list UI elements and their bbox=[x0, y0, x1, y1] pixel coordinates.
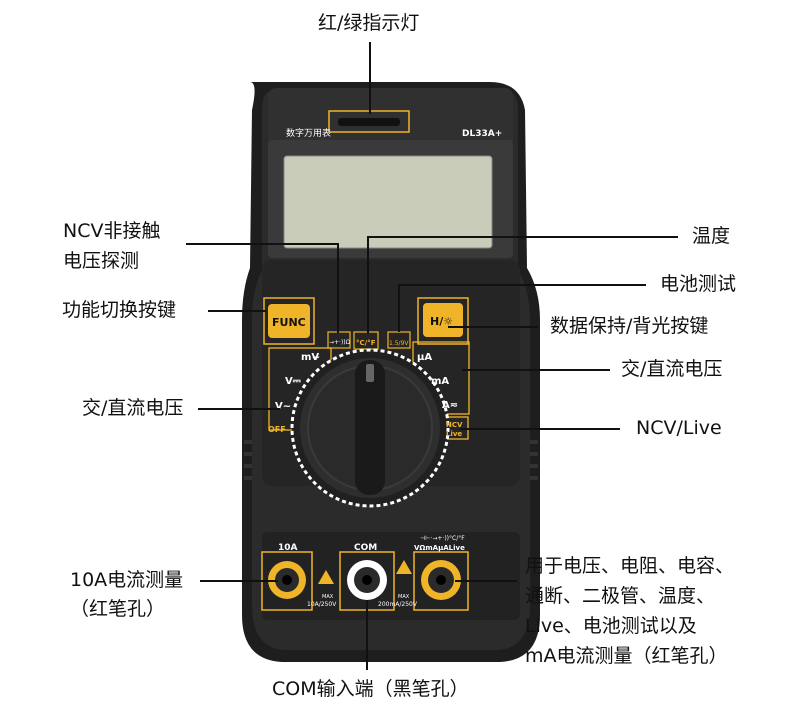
dial-label-ua: µA bbox=[417, 352, 432, 363]
leader-func bbox=[208, 310, 266, 312]
callout-acdc-right: 交/直流电压 bbox=[621, 358, 723, 380]
jack-10a-rating: 10A/250V bbox=[307, 601, 337, 608]
callout-multi-line3: Live、电池测试以及 bbox=[525, 615, 697, 637]
dial-label-off: OFF bbox=[268, 425, 286, 434]
leader-multi bbox=[455, 580, 517, 582]
jack-com-rating: 200mA/250V bbox=[378, 601, 418, 608]
jack-multi-label: VΩmAµALive bbox=[414, 544, 465, 552]
callout-com-input: COM输入端（黑笔孔） bbox=[272, 678, 469, 700]
leader-ncv-h bbox=[186, 243, 338, 245]
brand-text: 数字万用表 bbox=[286, 127, 331, 139]
leader-batt-v bbox=[398, 284, 400, 332]
jack-multi-symbols: ⊣⊢·→+·))°C/°F bbox=[420, 535, 465, 542]
callout-acdc-left: 交/直流电压 bbox=[82, 397, 184, 419]
model-text: DL33A+ bbox=[462, 129, 502, 139]
callout-multi-line1: 用于电压、电阻、电容、 bbox=[525, 555, 735, 577]
side-grip-right bbox=[530, 440, 538, 480]
leader-ncv-v bbox=[337, 243, 339, 333]
dial-label-a: A≂ bbox=[442, 400, 458, 411]
diode-label-box bbox=[327, 331, 351, 349]
leader-hold bbox=[448, 326, 538, 328]
lcd-screen bbox=[283, 155, 493, 249]
jack-10a-core bbox=[282, 575, 292, 585]
dial-label-ncv: NCV bbox=[446, 421, 463, 429]
dial-pointer bbox=[355, 360, 385, 495]
dial-label-vac: V~ bbox=[275, 401, 291, 412]
leader-10a bbox=[200, 580, 278, 582]
callout-func-key: 功能切换按键 bbox=[62, 299, 177, 321]
jack-10a-max: MAX bbox=[322, 594, 334, 600]
side-grip-left bbox=[244, 440, 252, 480]
dial-label-temp: °C/°F bbox=[356, 339, 376, 347]
temp-label-box bbox=[353, 331, 379, 350]
callout-10a-line2: （红笔孔） bbox=[70, 598, 166, 620]
callout-10a-line1: 10A电流测量 bbox=[70, 569, 184, 591]
indicator-light bbox=[338, 118, 400, 126]
jack-10a-label: 10A bbox=[278, 543, 298, 553]
jack-com-max: MAX bbox=[398, 594, 410, 600]
dial-label-live: Live bbox=[446, 430, 462, 438]
callout-battery-test: 电池测试 bbox=[660, 273, 737, 295]
leader-acdc-left bbox=[198, 408, 280, 410]
func-button-highlight bbox=[263, 297, 315, 345]
jack-com-label: COM bbox=[354, 543, 377, 553]
leader-acdc-right bbox=[462, 369, 610, 371]
dial-label-diode: →+·))Ω bbox=[329, 339, 351, 346]
batt-label-box bbox=[387, 331, 411, 349]
callout-ncv-live: NCV/Live bbox=[636, 417, 722, 439]
callout-multi-line4: mA电流测量（红笔孔） bbox=[525, 645, 728, 667]
dial-label-mv: mV̴ bbox=[301, 352, 320, 363]
callout-indicator: 红/绿指示灯 bbox=[318, 12, 420, 34]
func-button-shape[interactable] bbox=[268, 304, 310, 338]
callout-temperature: 温度 bbox=[692, 225, 731, 247]
callout-multi-line2: 通断、二极管、温度、 bbox=[525, 585, 716, 607]
jack-com-core bbox=[362, 575, 372, 585]
warning-icon bbox=[396, 560, 412, 574]
callout-ncv-probe-line2: 电压探测 bbox=[63, 250, 140, 272]
dial-pointer-mark bbox=[366, 364, 374, 382]
warning-icon bbox=[318, 570, 334, 584]
hold-button-highlight bbox=[417, 297, 469, 345]
func-button-label: FUNC bbox=[272, 316, 306, 329]
leader-ncv-live bbox=[460, 428, 620, 430]
hold-button-shape[interactable] bbox=[423, 303, 463, 337]
dial-label-ma: mA bbox=[431, 376, 449, 387]
hold-button-label: H/☼ bbox=[430, 315, 453, 328]
jack-panel bbox=[262, 532, 520, 620]
leader-temp-h bbox=[367, 236, 678, 238]
callout-hold-backlight: 数据保持/背光按键 bbox=[550, 315, 709, 337]
dial-label-batt: 1.5/9V bbox=[389, 340, 409, 347]
leader-temp-v bbox=[367, 236, 369, 334]
dial-label-vdc: V⎓ bbox=[285, 376, 301, 387]
leader-com bbox=[366, 600, 368, 670]
leader-batt-h bbox=[398, 284, 646, 286]
callout-ncv-probe-line1: NCV非接触 bbox=[63, 220, 161, 242]
leader-indicator bbox=[369, 42, 371, 114]
jack-multi-core bbox=[436, 575, 446, 585]
